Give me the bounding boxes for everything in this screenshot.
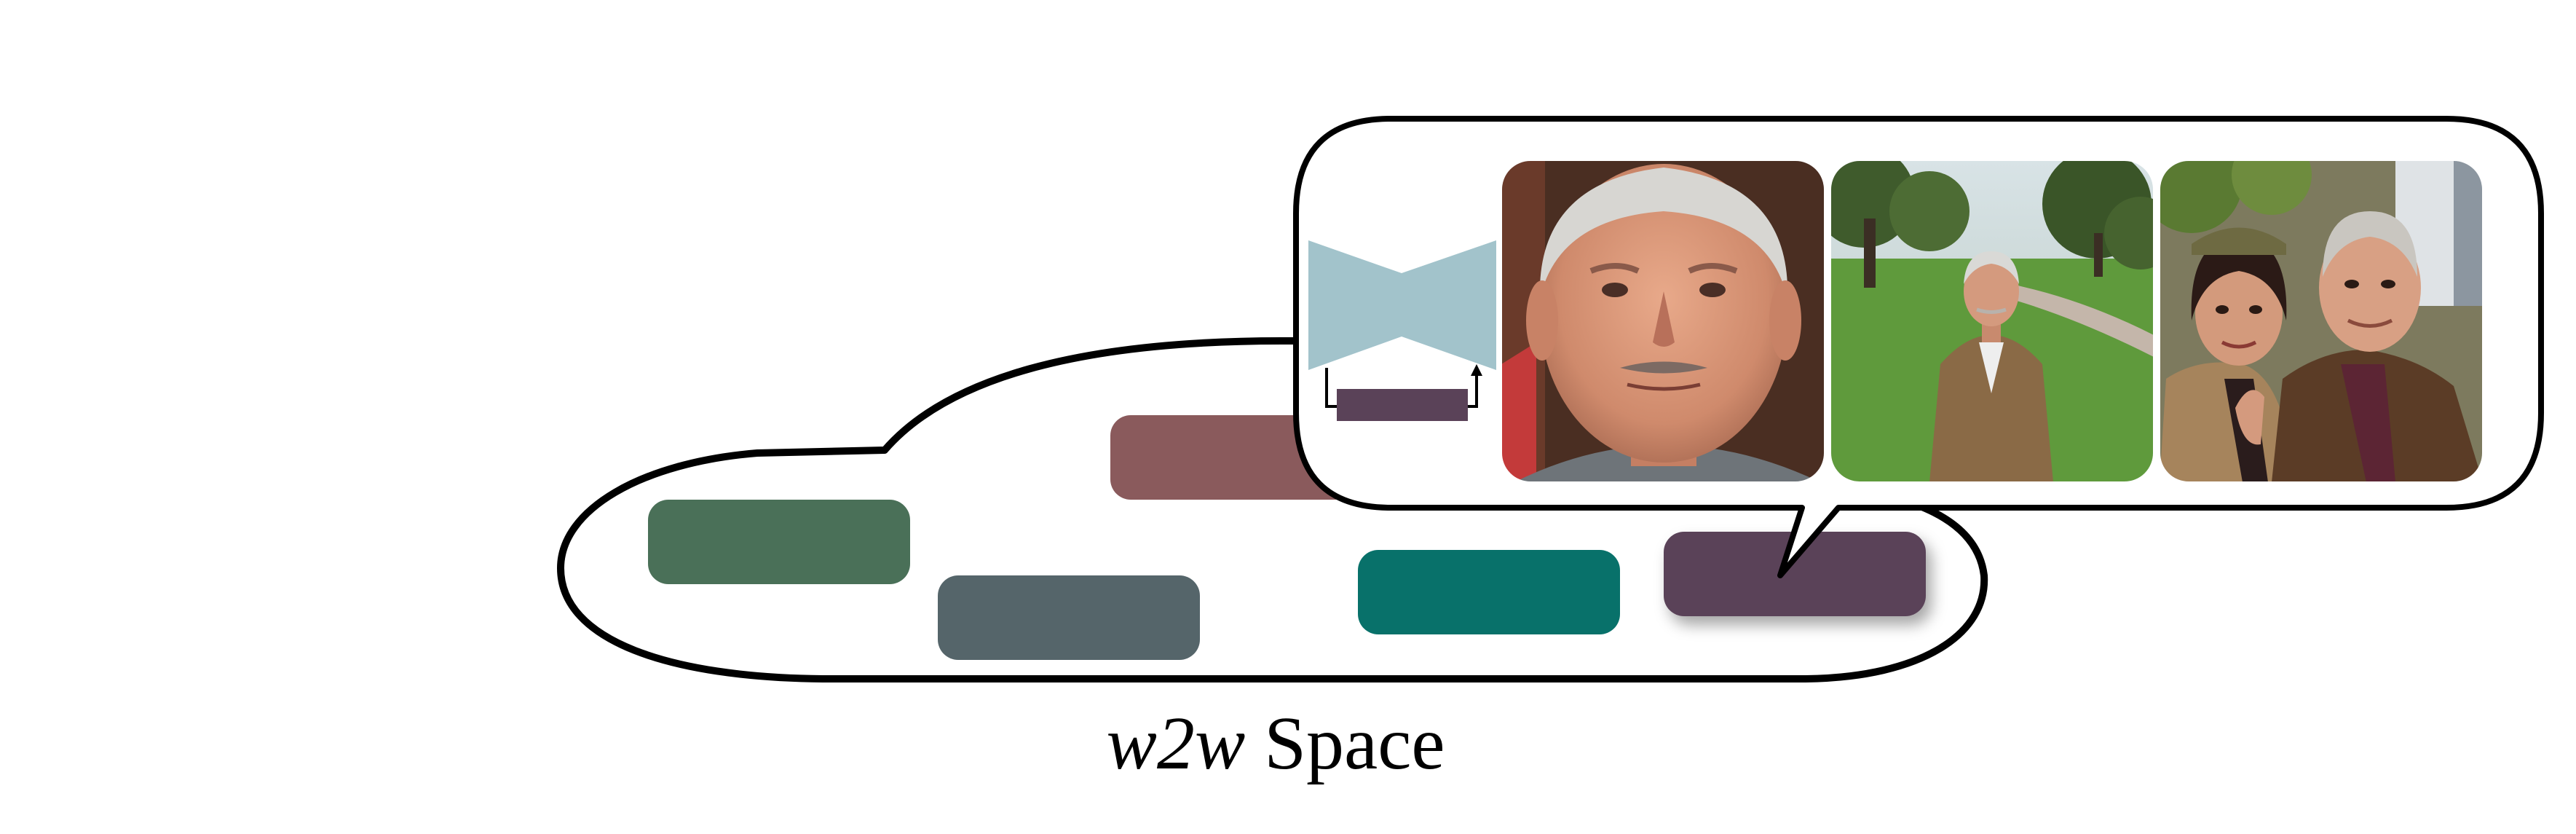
model-weight-token: [1337, 389, 1468, 421]
space-caption: w2w Space: [1106, 701, 1445, 785]
latent-token-plum-selected: [1664, 532, 1926, 616]
bowtie-autoencoder-icon: [1308, 240, 1496, 421]
caption-regular: Space: [1245, 701, 1445, 785]
park-standing-image: [1830, 160, 2154, 482]
caption-italic: w2w: [1106, 701, 1245, 785]
latent-token-green: [648, 500, 910, 584]
latent-token-slate: [938, 575, 1200, 660]
portrait-closeup-image: [1501, 160, 1825, 482]
latent-token-teal: [1358, 550, 1620, 634]
selfie-pair-image: [2160, 160, 2483, 482]
